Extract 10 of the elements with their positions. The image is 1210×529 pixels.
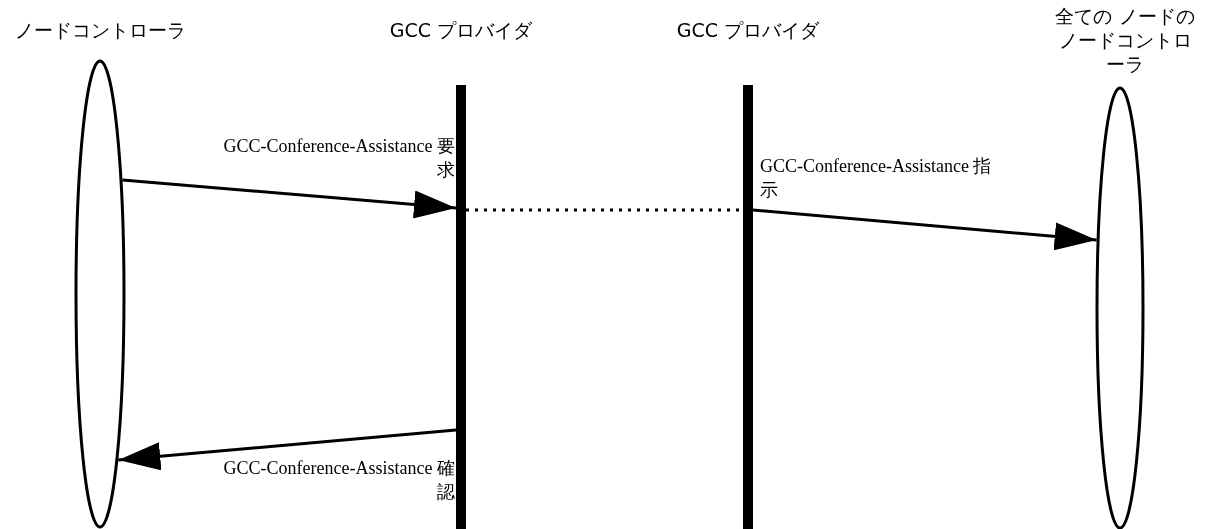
arrow: [118, 428, 457, 471]
lifeline-heading: 全ての ノードのノードコントローラ: [1055, 5, 1195, 75]
arrow: [752, 208, 1097, 251]
lifeline-heading: GCC プロバイダ: [676, 19, 820, 41]
edge-label: GCC-Conference-Assistance 要求: [222, 135, 455, 182]
edge-label: GCC-Conference-Assistance 指示: [760, 155, 993, 202]
arrow: [122, 178, 457, 219]
lifeline-heading: ノードコントローラ: [14, 19, 186, 41]
edge-label: GCC-Conference-Assistance 確認: [222, 457, 455, 504]
lifeline-heading: GCC プロバイダ: [389, 19, 533, 41]
